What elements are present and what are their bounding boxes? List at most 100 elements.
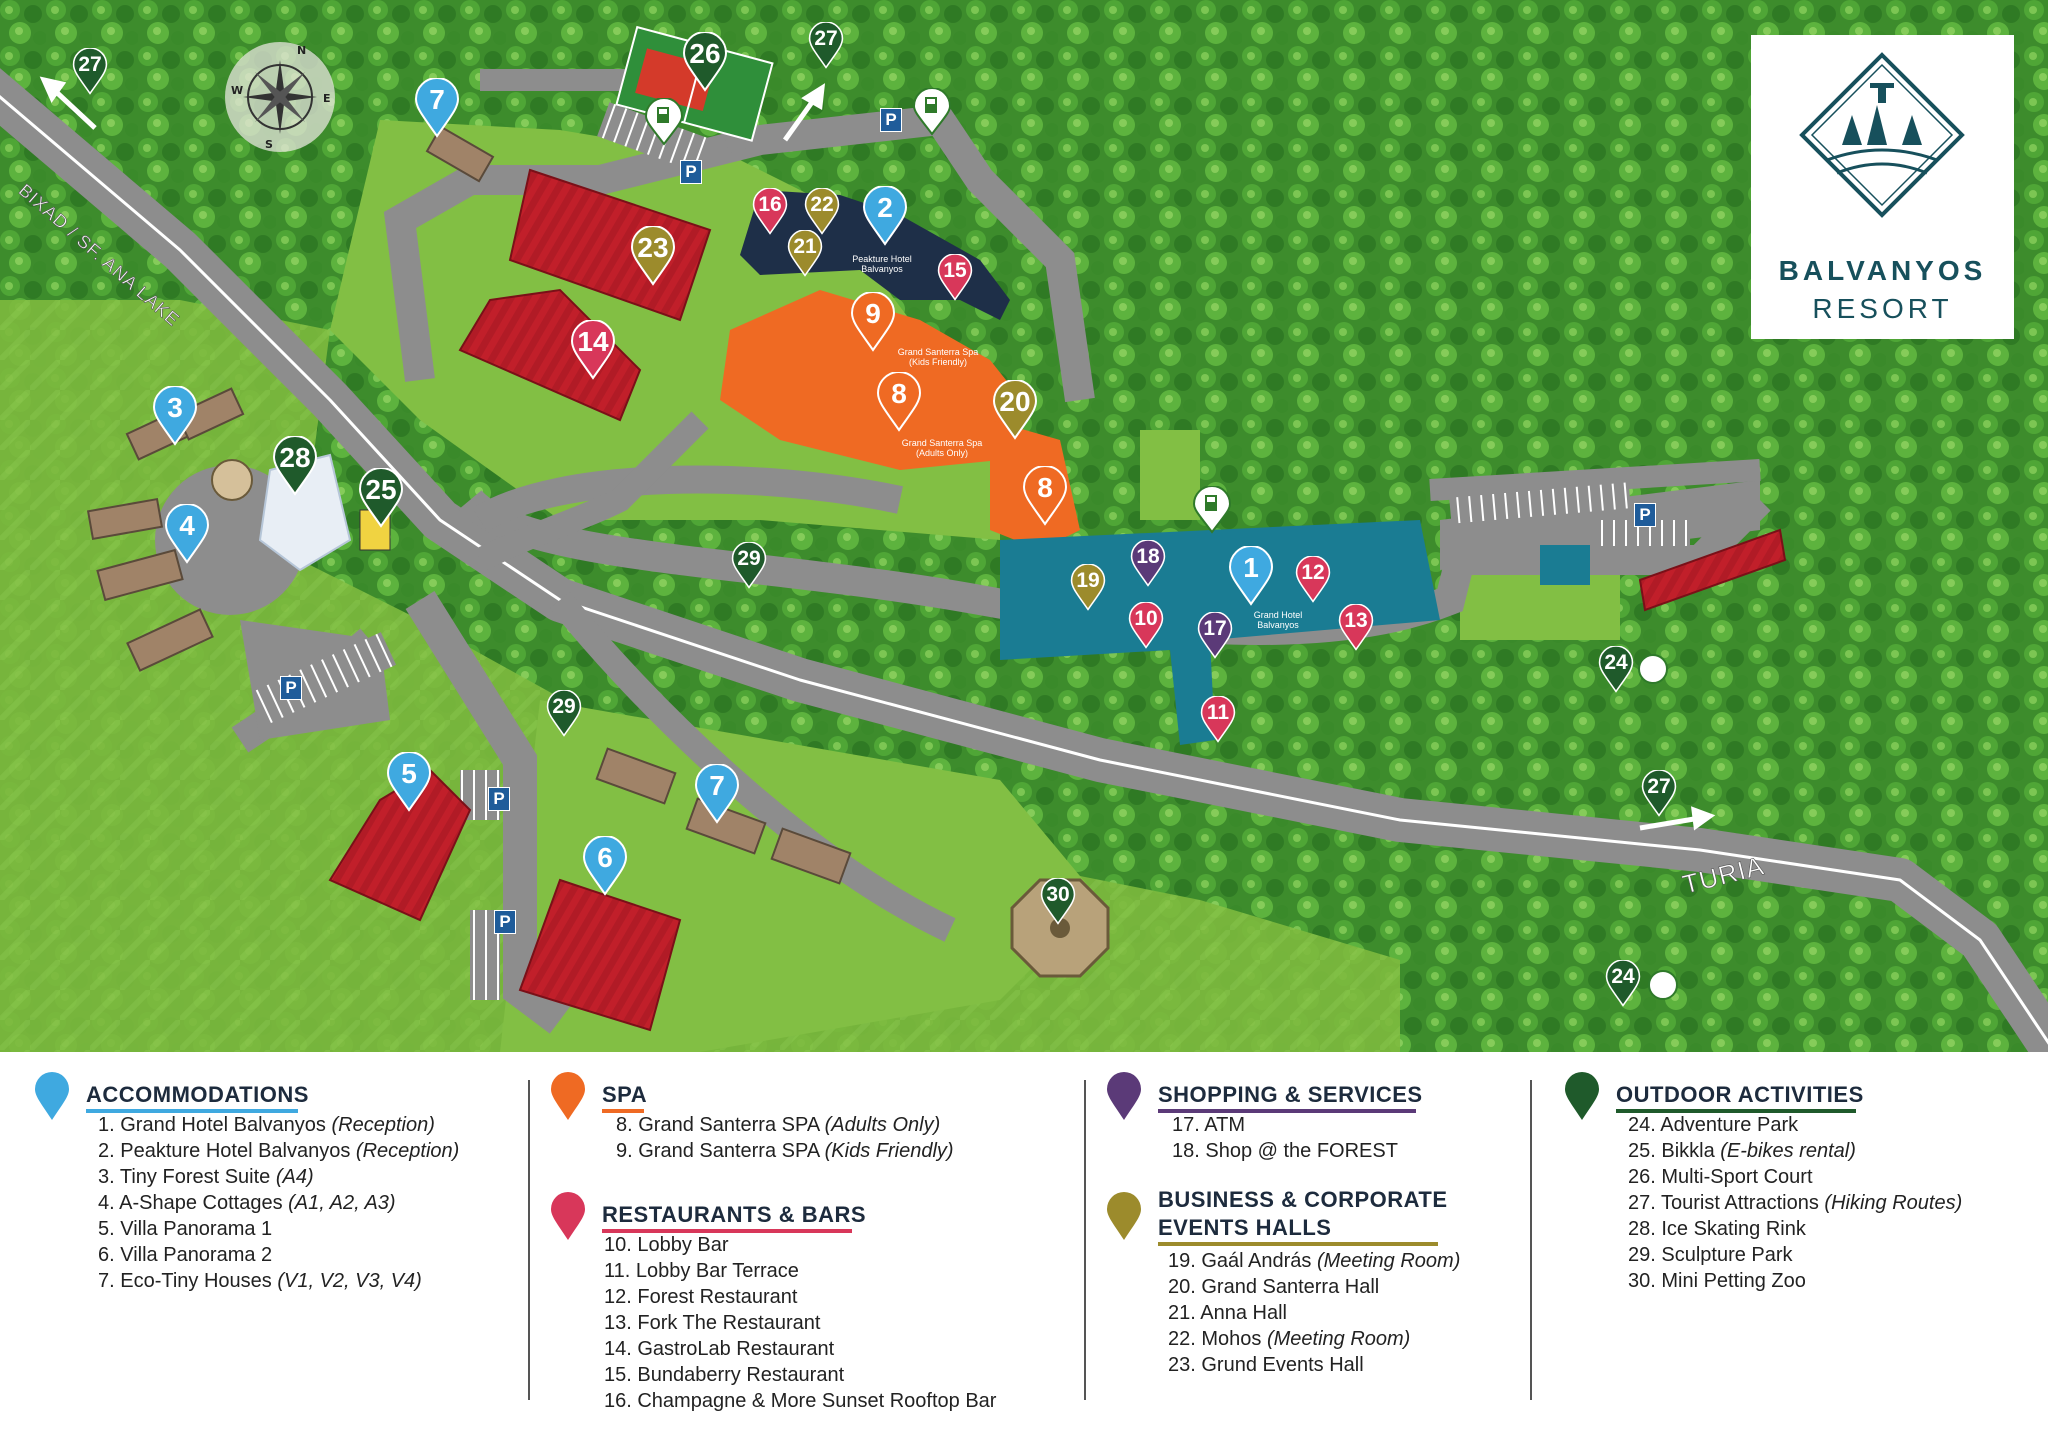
resort-map[interactable]: N E S W BIXAD / SF. ANA LAKE TURIA Peakt…: [0, 0, 2048, 1052]
restaurants-item-name: 11. Lobby Bar Terrace: [604, 1260, 799, 1282]
map-pin-outdoor[interactable]: 25: [358, 468, 404, 528]
map-pin-restaurants[interactable]: 13: [1338, 604, 1374, 651]
map-pin-number: 29: [552, 695, 576, 718]
legend-spa: SPA 8. Grand Santerra SPA (Adults Only)9…: [550, 1072, 996, 1414]
map-pin-restaurants[interactable]: 10: [1128, 602, 1164, 649]
label-peakture-hotel: Peakture Hotel Balvanyos: [852, 254, 912, 274]
map-pin-outdoor[interactable]: 30: [1040, 878, 1076, 925]
map-pin-icon: [1200, 696, 1236, 743]
map-base: [0, 0, 2048, 1052]
spa-item-name: 8. Grand Santerra SPA: [616, 1114, 825, 1136]
map-pin-accommodations[interactable]: 6: [582, 836, 628, 896]
accommodations-item-note: (V1, V2, V3, V4): [277, 1270, 422, 1292]
map-pin-outdoor[interactable]: 27: [72, 48, 108, 95]
zipline-icon: [1638, 654, 1668, 684]
map-pin-icon: [804, 188, 840, 235]
map-pin-icon: [876, 372, 922, 432]
map-pin-business[interactable]: 20: [992, 380, 1038, 440]
map-pin-accommodations[interactable]: 3: [152, 386, 198, 446]
map-pin-shopping[interactable]: 18: [1130, 540, 1166, 587]
outdoor-item-name: 27. Tourist Attractions: [1628, 1192, 1825, 1214]
accommodations-item-note: (A1, A2, A3): [288, 1192, 396, 1214]
map-pin-icon: [1128, 602, 1164, 649]
map-pin-business[interactable]: 19: [1070, 564, 1106, 611]
map-pin-number: 19: [1076, 569, 1100, 592]
restaurants-item: 15. Bundaberry Restaurant: [604, 1362, 996, 1388]
legend-accommodations: ACCOMMODATIONS 1. Grand Hotel Balvanyos …: [34, 1072, 459, 1294]
compass-rose: N E S W: [225, 42, 335, 152]
map-pin-restaurants[interactable]: 15: [937, 254, 973, 301]
logo-mark-icon: [1799, 52, 1965, 218]
spa-item-note: (Kids Friendly): [824, 1140, 954, 1162]
map-pin-spa[interactable]: 8: [876, 372, 922, 432]
map-pin-icon: [787, 230, 823, 277]
map-pin-icon: [1228, 546, 1274, 606]
map-pin-number: 11: [1206, 701, 1230, 724]
business-title-line1: BUSINESS & CORPORATE: [1158, 1187, 1448, 1212]
map-pin-accommodations[interactable]: 4: [164, 504, 210, 564]
business-item: 22. Mohos (Meeting Room): [1168, 1326, 1460, 1352]
map-pin-outdoor[interactable]: 28: [272, 436, 318, 496]
restaurants-item-name: 14. GastroLab Restaurant: [604, 1338, 835, 1360]
map-pin-number: 28: [279, 442, 311, 473]
map-pin-number: 23: [637, 232, 669, 263]
map-pin-icon: [1197, 612, 1233, 659]
map-pin-icon: [1070, 564, 1106, 611]
business-underline: [1158, 1242, 1438, 1246]
map-pin-spa[interactable]: 9: [850, 292, 896, 352]
map-pin-business[interactable]: 21: [787, 230, 823, 277]
map-pin-outdoor[interactable]: 26: [682, 32, 728, 92]
map-pin-number: 13: [1344, 609, 1368, 632]
map-pin-outdoor[interactable]: 24: [1598, 646, 1634, 693]
outdoor-item: 29. Sculpture Park: [1628, 1242, 1962, 1268]
map-pin-accommodations[interactable]: 7: [414, 78, 460, 138]
accommodations-item: 1. Grand Hotel Balvanyos (Reception): [98, 1112, 459, 1138]
map-pin-number: 26: [689, 38, 721, 69]
map-pin-outdoor[interactable]: 27: [808, 22, 844, 69]
business-item-name: 22. Mohos: [1168, 1328, 1267, 1350]
business-item-name: 19. Gaál András: [1168, 1250, 1317, 1272]
map-pin-icon: [164, 504, 210, 564]
map-pin-shopping[interactable]: 17: [1197, 612, 1233, 659]
map-pin-accommodations[interactable]: 2: [862, 186, 908, 246]
map-pin-restaurants[interactable]: 11: [1200, 696, 1236, 743]
map-pin-number: 16: [758, 193, 782, 216]
map-pin-number: 27: [814, 27, 838, 50]
map-pin-spa[interactable]: 8: [1022, 466, 1068, 526]
accommodations-item-name: 3. Tiny Forest Suite: [98, 1166, 276, 1188]
map-pin-restaurants[interactable]: 12: [1295, 556, 1331, 603]
accommodations-item-note: (A4): [275, 1166, 314, 1188]
map-pin-restaurants[interactable]: 14: [570, 320, 616, 380]
map-pin-icon: [72, 48, 108, 95]
map-pin-outdoor[interactable]: 29: [546, 690, 582, 737]
restaurants-item: 16. Champagne & More Sunset Rooftop Bar: [604, 1388, 996, 1414]
restaurants-item: 11. Lobby Bar Terrace: [604, 1258, 996, 1284]
accommodations-item-note: (Reception): [331, 1114, 435, 1136]
map-pin-restaurants[interactable]: 16: [752, 188, 788, 235]
map-pin-outdoor[interactable]: 27: [1641, 770, 1677, 817]
map-pin-outdoor[interactable]: 29: [731, 542, 767, 589]
map-pin-icon: [570, 320, 616, 380]
accommodations-item: 2. Peakture Hotel Balvanyos (Reception): [98, 1138, 459, 1164]
brand-subtitle: RESORT: [1812, 293, 1953, 324]
map-pin-icon: [808, 22, 844, 69]
spa-item: 9. Grand Santerra SPA (Kids Friendly): [616, 1138, 996, 1164]
map-pin-icon: [1605, 960, 1641, 1007]
map-pin-accommodations[interactable]: 1: [1228, 546, 1274, 606]
outdoor-pin-icon: [1565, 1072, 1599, 1120]
outdoor-item: 24. Adventure Park: [1628, 1112, 1962, 1138]
accommodations-item-name: 1. Grand Hotel Balvanyos: [98, 1114, 332, 1136]
map-pin-business[interactable]: 23: [630, 226, 676, 286]
map-pin-number: 21: [793, 235, 817, 258]
map-pin-icon: [1641, 770, 1677, 817]
map-pin-number: 7: [429, 84, 445, 115]
map-pin-accommodations[interactable]: 7: [694, 764, 740, 824]
outdoor-item-name: 28. Ice Skating Rink: [1628, 1218, 1806, 1240]
business-title-line2: EVENTS HALLS: [1158, 1215, 1332, 1240]
map-pin-outdoor[interactable]: 24: [1605, 960, 1641, 1007]
map-pin-icon: [358, 468, 404, 528]
map-pin-accommodations[interactable]: 5: [386, 752, 432, 812]
map-pin-business[interactable]: 22: [804, 188, 840, 235]
